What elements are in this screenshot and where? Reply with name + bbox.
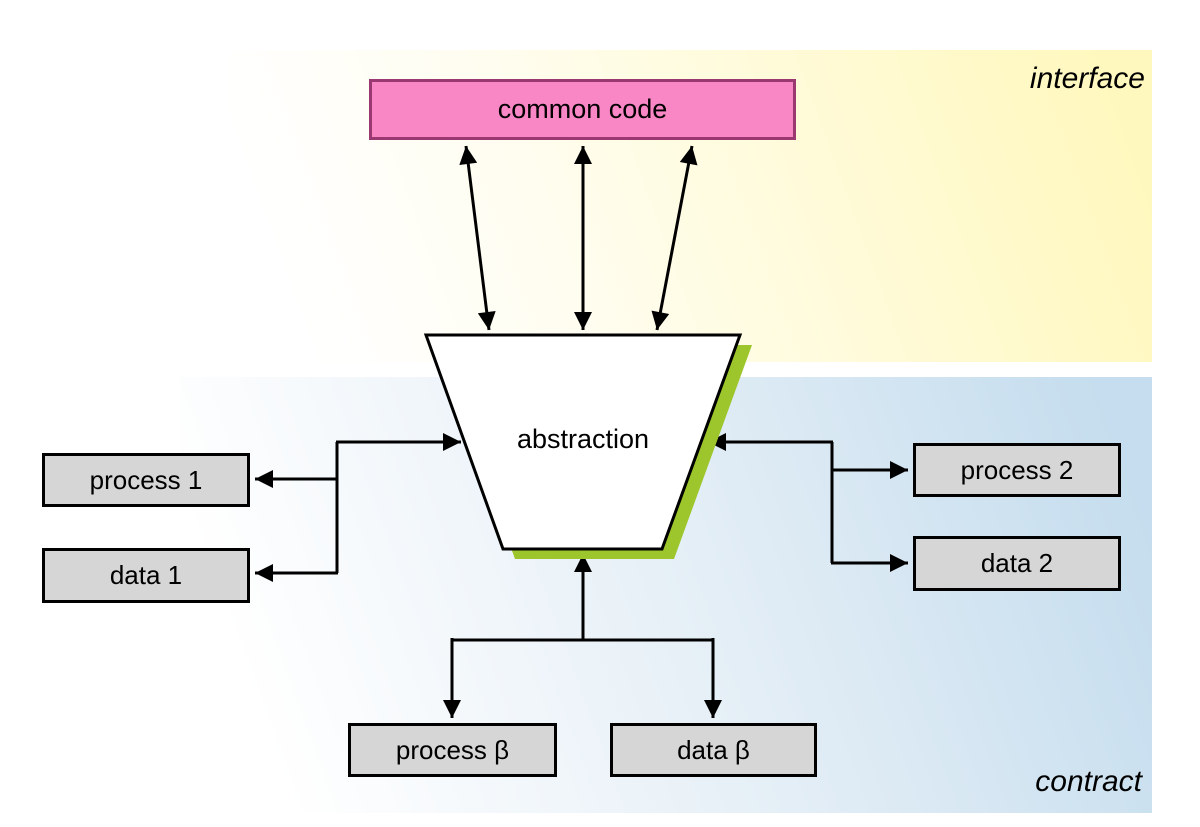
data2-label: data 2	[980, 548, 1054, 578]
process2-box: process 2	[913, 443, 1121, 497]
abstraction-trapezoid	[423, 333, 743, 551]
data2-box: data 2	[913, 536, 1121, 591]
contract-region-label: contract	[1035, 765, 1142, 798]
process1-label: process 1	[89, 464, 203, 495]
data1-box: data 1	[42, 548, 250, 603]
process1-box: process 1	[42, 453, 250, 507]
data1-label: data 1	[109, 560, 183, 590]
process2-label: process 2	[960, 454, 1074, 485]
data-beta-label: data β	[677, 734, 750, 765]
common-code-box: common code	[369, 79, 796, 140]
process-beta-box: process β	[348, 723, 557, 777]
abstraction-label: abstraction	[516, 424, 650, 454]
data-beta-box: data β	[610, 723, 817, 777]
common-code-label: common code	[497, 94, 668, 124]
arrow-common-abstraction-right	[651, 145, 698, 331]
interface-region-label: interface	[1029, 62, 1145, 95]
process-beta-label: process β	[395, 734, 510, 765]
arrow-common-abstraction-left	[459, 145, 496, 331]
